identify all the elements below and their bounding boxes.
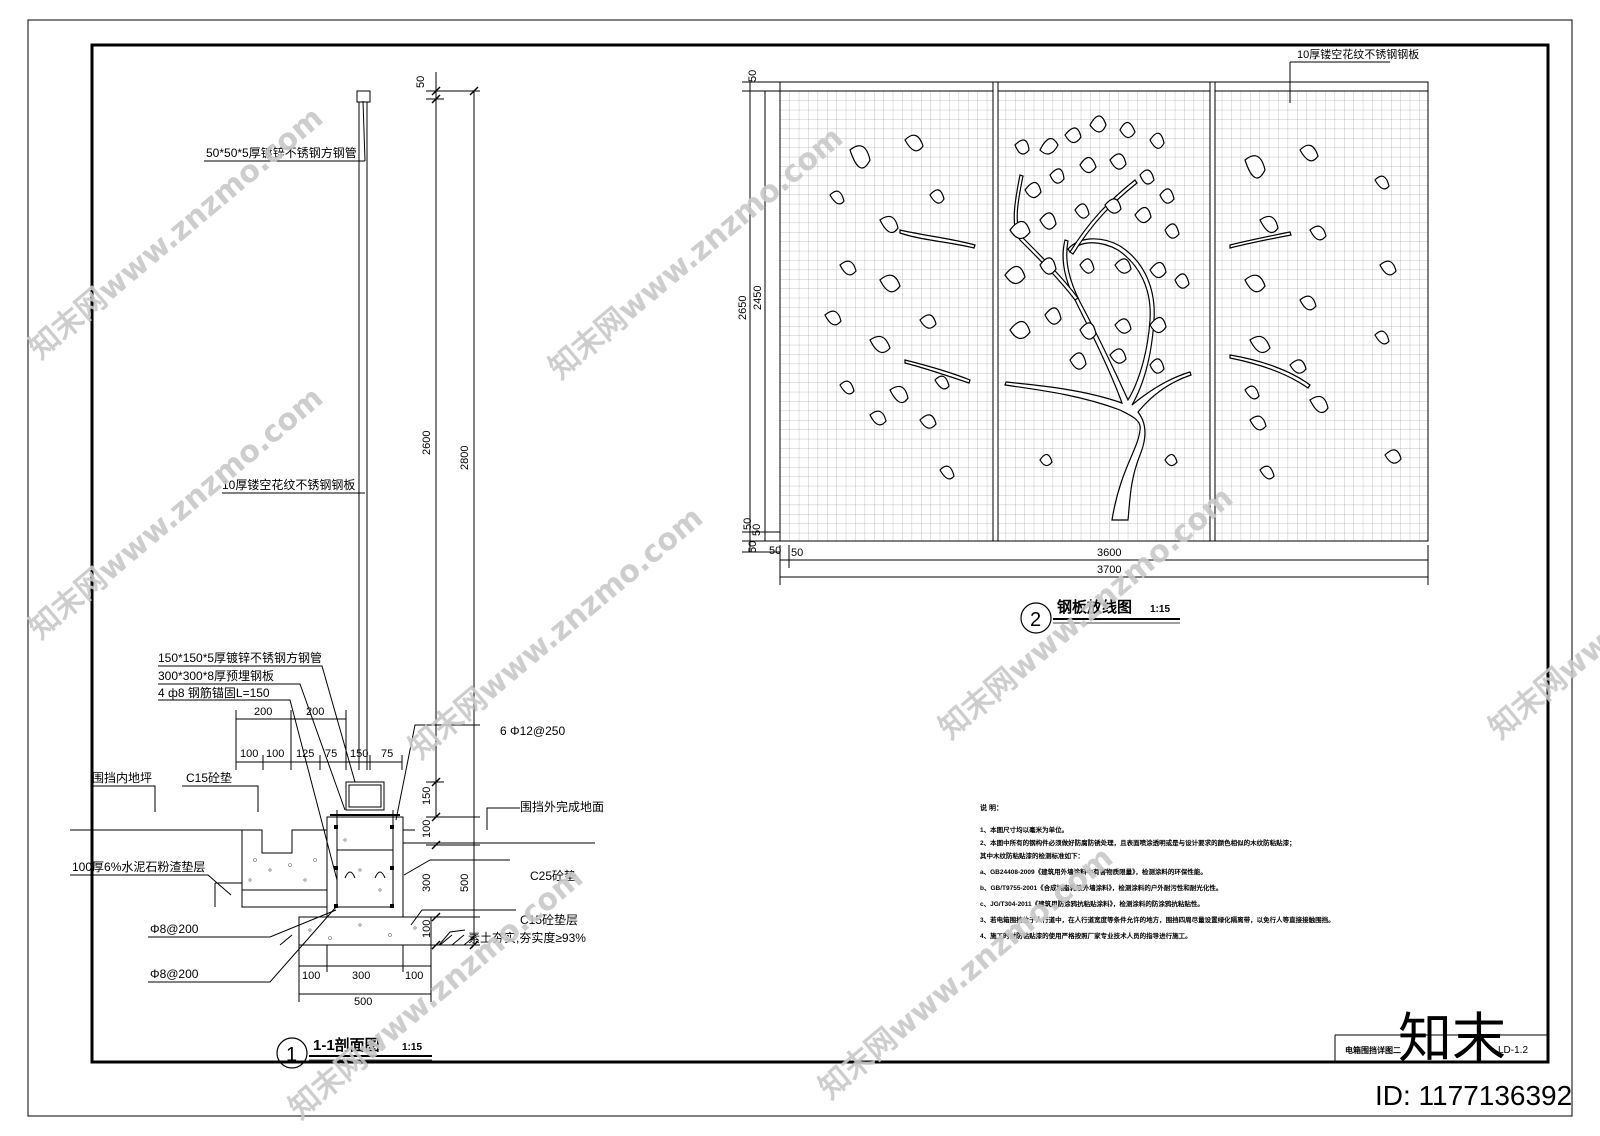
note-line-5: b、GB/T9755-2001《合成树脂乳液外墙涂料》，检测涂料的户外耐污性和耐…: [980, 883, 1222, 892]
label-anchor: 4 ф8 钢筋锚固L=150: [158, 685, 270, 700]
tree-motif: [824, 115, 1402, 521]
notes-heading: 说 明：: [980, 803, 1003, 812]
outer-border: [27, 19, 1573, 1117]
note-line-7: 3、若电箱围挡位于人行道中，在人行道宽度等条件允许的地方，围挡四周尽量设置绿化隔…: [980, 915, 1335, 924]
dim-b100a: 100: [302, 970, 320, 982]
watermark-id: ID: 1177136392: [1375, 1080, 1572, 1111]
label-post: 150*150*5厚镀锌不锈钢方钢管: [158, 650, 322, 665]
note-line-4: a、GB24408-2009《建筑用外墙涂料中有害物质限量》，检测涂料的环保性能…: [980, 867, 1207, 876]
label-stirrup-2: Φ8@200: [150, 967, 199, 981]
plate-title-text: 钢板放线图: [1057, 598, 1132, 616]
watermark-url-6: 知末网www.znzmo.com: [813, 840, 1120, 1106]
label-compaction: 素土夯实,夯实度≥93%: [468, 930, 586, 945]
note-line-2: 2、本图中所有的钢构件必须做好防腐防锈处理，且表面喷涂透明或是与设计要求的颜色相…: [980, 838, 1296, 847]
plate-panel-left: [779, 90, 994, 542]
plate-dim-3700: 3700: [1097, 564, 1121, 576]
dim-75b: 75: [381, 748, 393, 760]
dim-100b: 100: [266, 748, 284, 760]
plate-layout: 10厚镂空花纹不锈钢钢板 2650 2450 50 50 50 50 50 50…: [737, 47, 1429, 634]
dim-2800: 2800: [459, 446, 471, 470]
watermark-url-7: 知末网www.znzmo.com: [283, 860, 590, 1126]
dim-2600: 2600: [421, 431, 433, 455]
label-stirrup-1: Φ8@200: [150, 922, 199, 936]
plate-dim-bot50b: 50: [751, 524, 763, 536]
dim-v100b: 100: [421, 920, 433, 938]
note-line-6: c、JG/T304-2011《建筑用防涂鸦抗粘贴涂料》，检测涂料的防涂鸦抗粘贴性…: [980, 899, 1204, 908]
dim-200b: 200: [306, 706, 324, 718]
plate-dim-bot50a: 50: [742, 518, 754, 530]
plate-dim-2450: 2450: [752, 286, 764, 310]
drawing-number: LD-1.2: [1498, 1045, 1528, 1056]
section-number: 1: [286, 1044, 297, 1066]
watermark-url-8: 知末网www.znzmo.com: [1483, 480, 1600, 746]
dim-b300: 300: [352, 970, 370, 982]
plate-dim-3600: 3600: [1097, 547, 1121, 559]
note-line-3: 其中木纹防粘贴漆的检测标准如下：: [980, 851, 1084, 860]
section-view: [70, 72, 595, 1002]
dim-v500: 500: [459, 874, 471, 892]
label-outer-ground: 围挡外完成地面: [520, 799, 604, 814]
plate-panel-center: [997, 90, 1211, 542]
plate-label: 10厚镂空花纹不锈钢钢板: [1297, 47, 1419, 61]
plate-dim-bot50c: 50: [747, 541, 759, 553]
plate-dim-2650: 2650: [737, 296, 749, 320]
note-line-1: 1、本图尺寸均以毫米为单位。: [980, 825, 1068, 834]
label-cement-layer: 100厚6%水泥石粉渣垫层: [72, 859, 205, 874]
label-rebar: 6 Φ12@250: [500, 724, 565, 738]
label-c15-layer: C15砼垫层: [520, 912, 578, 927]
post-section: [345, 781, 385, 811]
dim-top-50: 50: [415, 76, 427, 88]
section-scale: 1:15: [402, 1042, 422, 1053]
dim-150: 150: [350, 748, 368, 760]
label-inner-ground: 围挡内地坪: [92, 771, 152, 785]
inner-border: [90, 43, 1550, 1064]
dim-75a: 75: [325, 748, 337, 760]
note-line-8: 4、施工时对防粘贴漆的使用严格按照厂家专业技术人员的指导进行施工。: [980, 931, 1192, 940]
dim-v100a: 100: [421, 820, 433, 838]
drawing-name: 电箱围挡详图二: [1345, 1045, 1401, 1055]
plate-dim-left50b: 50: [791, 547, 803, 559]
dim-125: 125: [296, 748, 314, 760]
dim-b500: 500: [354, 996, 372, 1008]
dim-100a: 100: [240, 748, 258, 760]
plate-scale: 1:15: [1150, 604, 1170, 615]
label-top-tube: 50*50*5厚镀锌不锈钢方钢管: [206, 145, 357, 160]
label-c15-top: C15砼垫: [186, 770, 232, 785]
watermark-url-2: 知末网www.znzmo.com: [23, 380, 330, 646]
dim-v150: 150: [421, 787, 433, 805]
label-c25: C25砼垫: [530, 868, 576, 883]
title-block: 电箱围挡详图二 LD-1.2: [1334, 1034, 1548, 1062]
watermark-logo: 知末: [1398, 1009, 1506, 1069]
dim-200a: 200: [254, 706, 272, 718]
plate-number: 2: [1030, 609, 1041, 631]
dim-b100b: 100: [405, 970, 423, 982]
notes: 说 明： 1、本图尺寸均以毫米为单位。 2、本图中所有的钢构件必须做好防腐防锈处…: [980, 803, 1335, 940]
watermark-url-1: 知末网www.znzmo.com: [23, 100, 330, 366]
plate-dim-left50a: 50: [769, 545, 781, 557]
label-embed-plate: 300*300*8厚预埋钢板: [158, 669, 274, 683]
c15-base-layer: [298, 916, 432, 946]
section-labels: 50*50*5厚镀锌不锈钢方钢管 10厚镂空花纹不锈钢钢板 150*150*5厚…: [72, 76, 604, 1008]
dim-v300: 300: [421, 874, 433, 892]
label-panel: 10厚镂空花纹不锈钢钢板: [222, 477, 355, 492]
top-tube-cap: [356, 90, 371, 103]
section-title-text: 1-1剖面图: [313, 1036, 380, 1054]
section-title: 1 1-1剖面图 1:15: [276, 1036, 432, 1069]
plate-dim-top50: 50: [747, 70, 759, 82]
